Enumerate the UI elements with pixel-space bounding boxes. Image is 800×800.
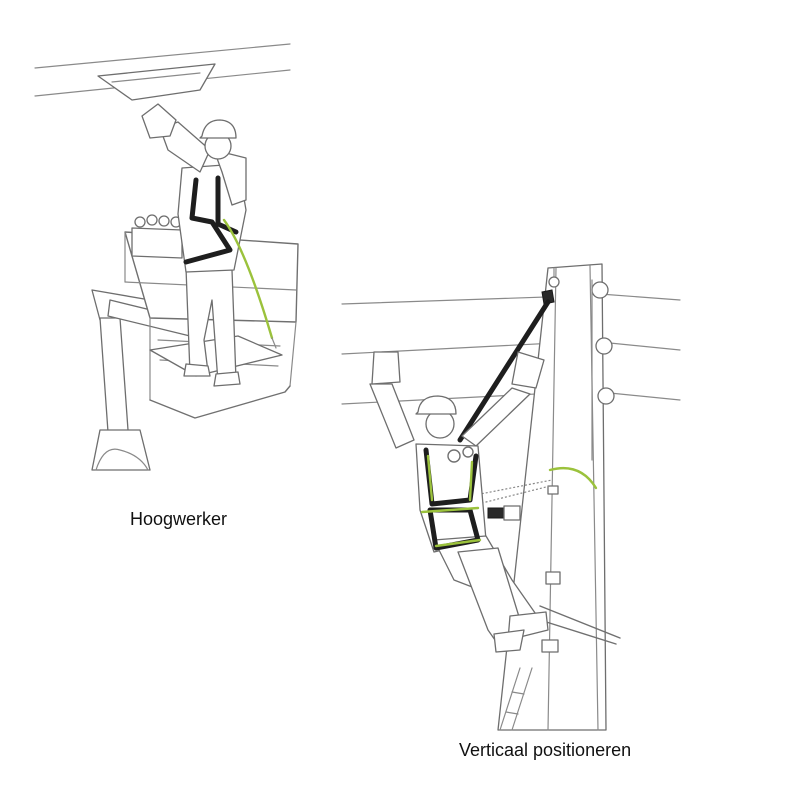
anchor-lanyard — [457, 267, 560, 507]
lanyard-accent — [222, 218, 274, 340]
caption-aerial-platform: Hoogwerker — [130, 509, 228, 529]
climbing-worker — [369, 351, 549, 653]
pole-climbing-scene — [341, 263, 681, 731]
ceiling-beam — [34, 43, 291, 101]
worker-on-platform — [141, 103, 277, 387]
aerial-platform-scene — [34, 43, 299, 471]
utility-pole — [497, 263, 621, 731]
caption-vertical-positioning: Verticaal positioneren — [459, 740, 632, 760]
